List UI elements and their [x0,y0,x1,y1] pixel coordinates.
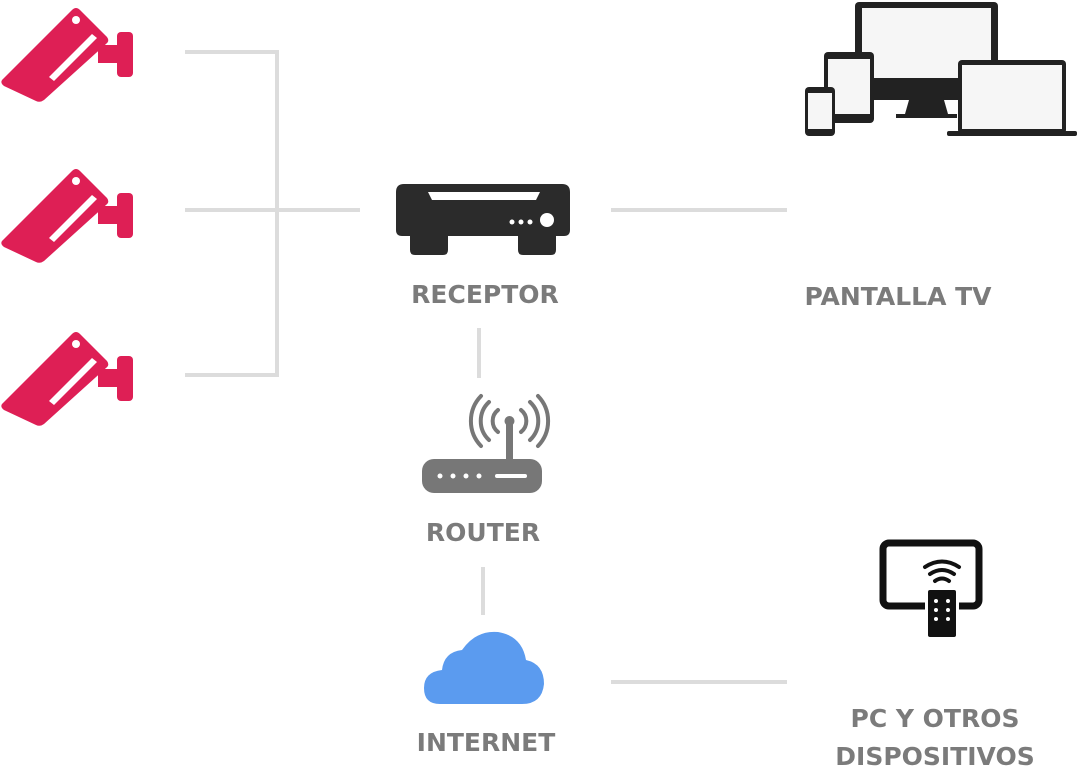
security-camera-icon [1,8,134,102]
pantalla-tv-label: PANTALLA TV [804,282,992,311]
pc-label-line2: DISPOSITIVOS [835,742,1034,771]
router-label: ROUTER [426,518,540,547]
devices-icon [805,2,1077,136]
cloud-icon [424,631,544,704]
receptor-label: RECEPTOR [411,280,559,309]
pc-label-line1: PC Y OTROS [851,704,1020,733]
tv-remote-icon [879,539,983,637]
security-camera-icon [1,169,134,263]
internet-label: INTERNET [417,728,556,757]
router-icon [422,394,551,493]
connector-lines [185,50,787,684]
security-camera-icon [1,332,134,426]
camera-bus-line [185,50,360,377]
receiver-icon [396,184,570,255]
